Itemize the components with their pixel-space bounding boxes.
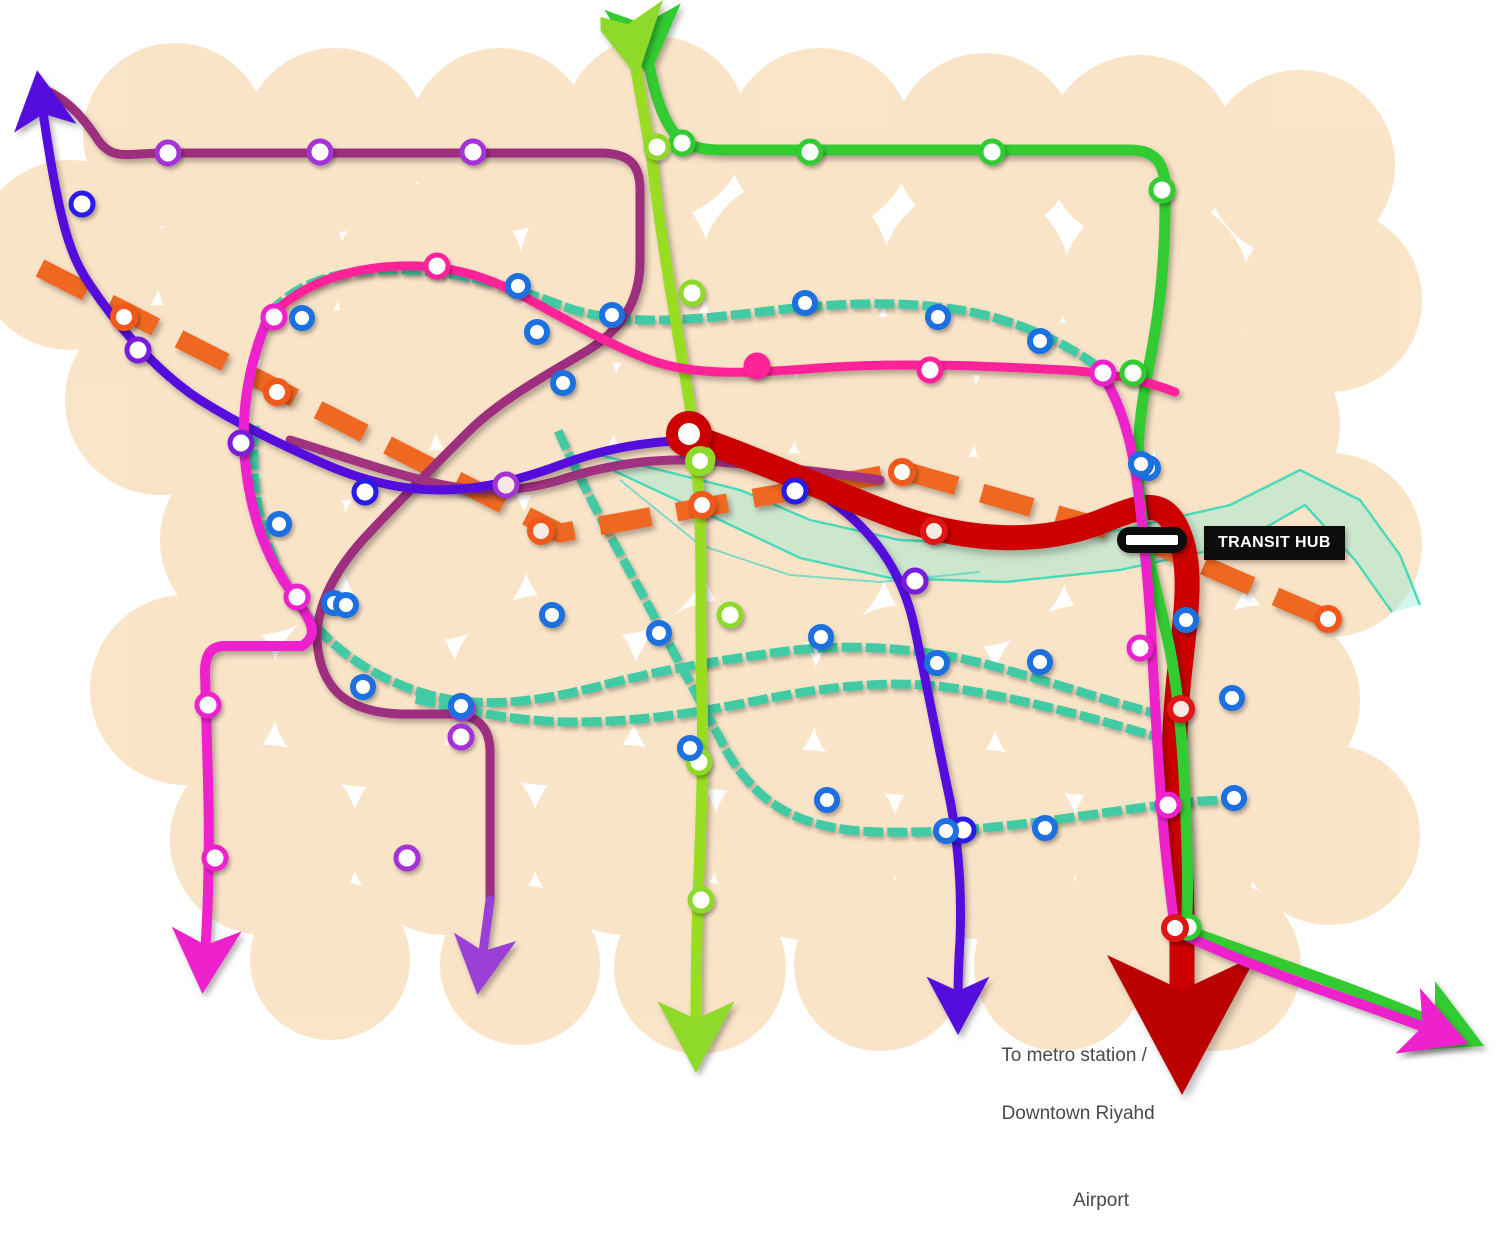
station-red xyxy=(1161,695,1195,942)
station-markers[interactable] xyxy=(68,129,1342,942)
purple-line[interactable] xyxy=(14,70,695,495)
station-orange xyxy=(110,303,1342,633)
central-hub-station xyxy=(666,411,712,457)
hub-interchange-lime xyxy=(685,446,715,476)
station-teal-dotted xyxy=(266,273,1247,844)
station-green xyxy=(668,129,1202,941)
station-pink xyxy=(423,252,1117,387)
magenta-line[interactable] xyxy=(171,313,317,994)
metro-note: To metro station / Downtown Riyahd Airpo… xyxy=(991,1012,1211,1244)
transit-map-svg xyxy=(0,0,1485,1095)
station-plum xyxy=(124,138,520,872)
metro-note-line1: To metro station / xyxy=(1001,1045,1147,1066)
transit-hub-marker[interactable] xyxy=(1117,527,1187,553)
plum-line[interactable] xyxy=(35,83,645,995)
transit-hub-label: TRANSIT HUB xyxy=(1204,526,1345,560)
metro-note-line2: Downtown Riyahd xyxy=(1001,1103,1155,1124)
pink-crosstown-line[interactable] xyxy=(263,261,1180,397)
transit-map-canvas: TRANSIT HUB To metro station / Downtown … xyxy=(0,0,1485,1211)
station-purple xyxy=(68,190,977,844)
orange-dashed-corridor[interactable] xyxy=(35,259,1334,629)
metro-note-line3: Airport xyxy=(1073,1190,1129,1211)
station-magenta xyxy=(194,303,1182,872)
